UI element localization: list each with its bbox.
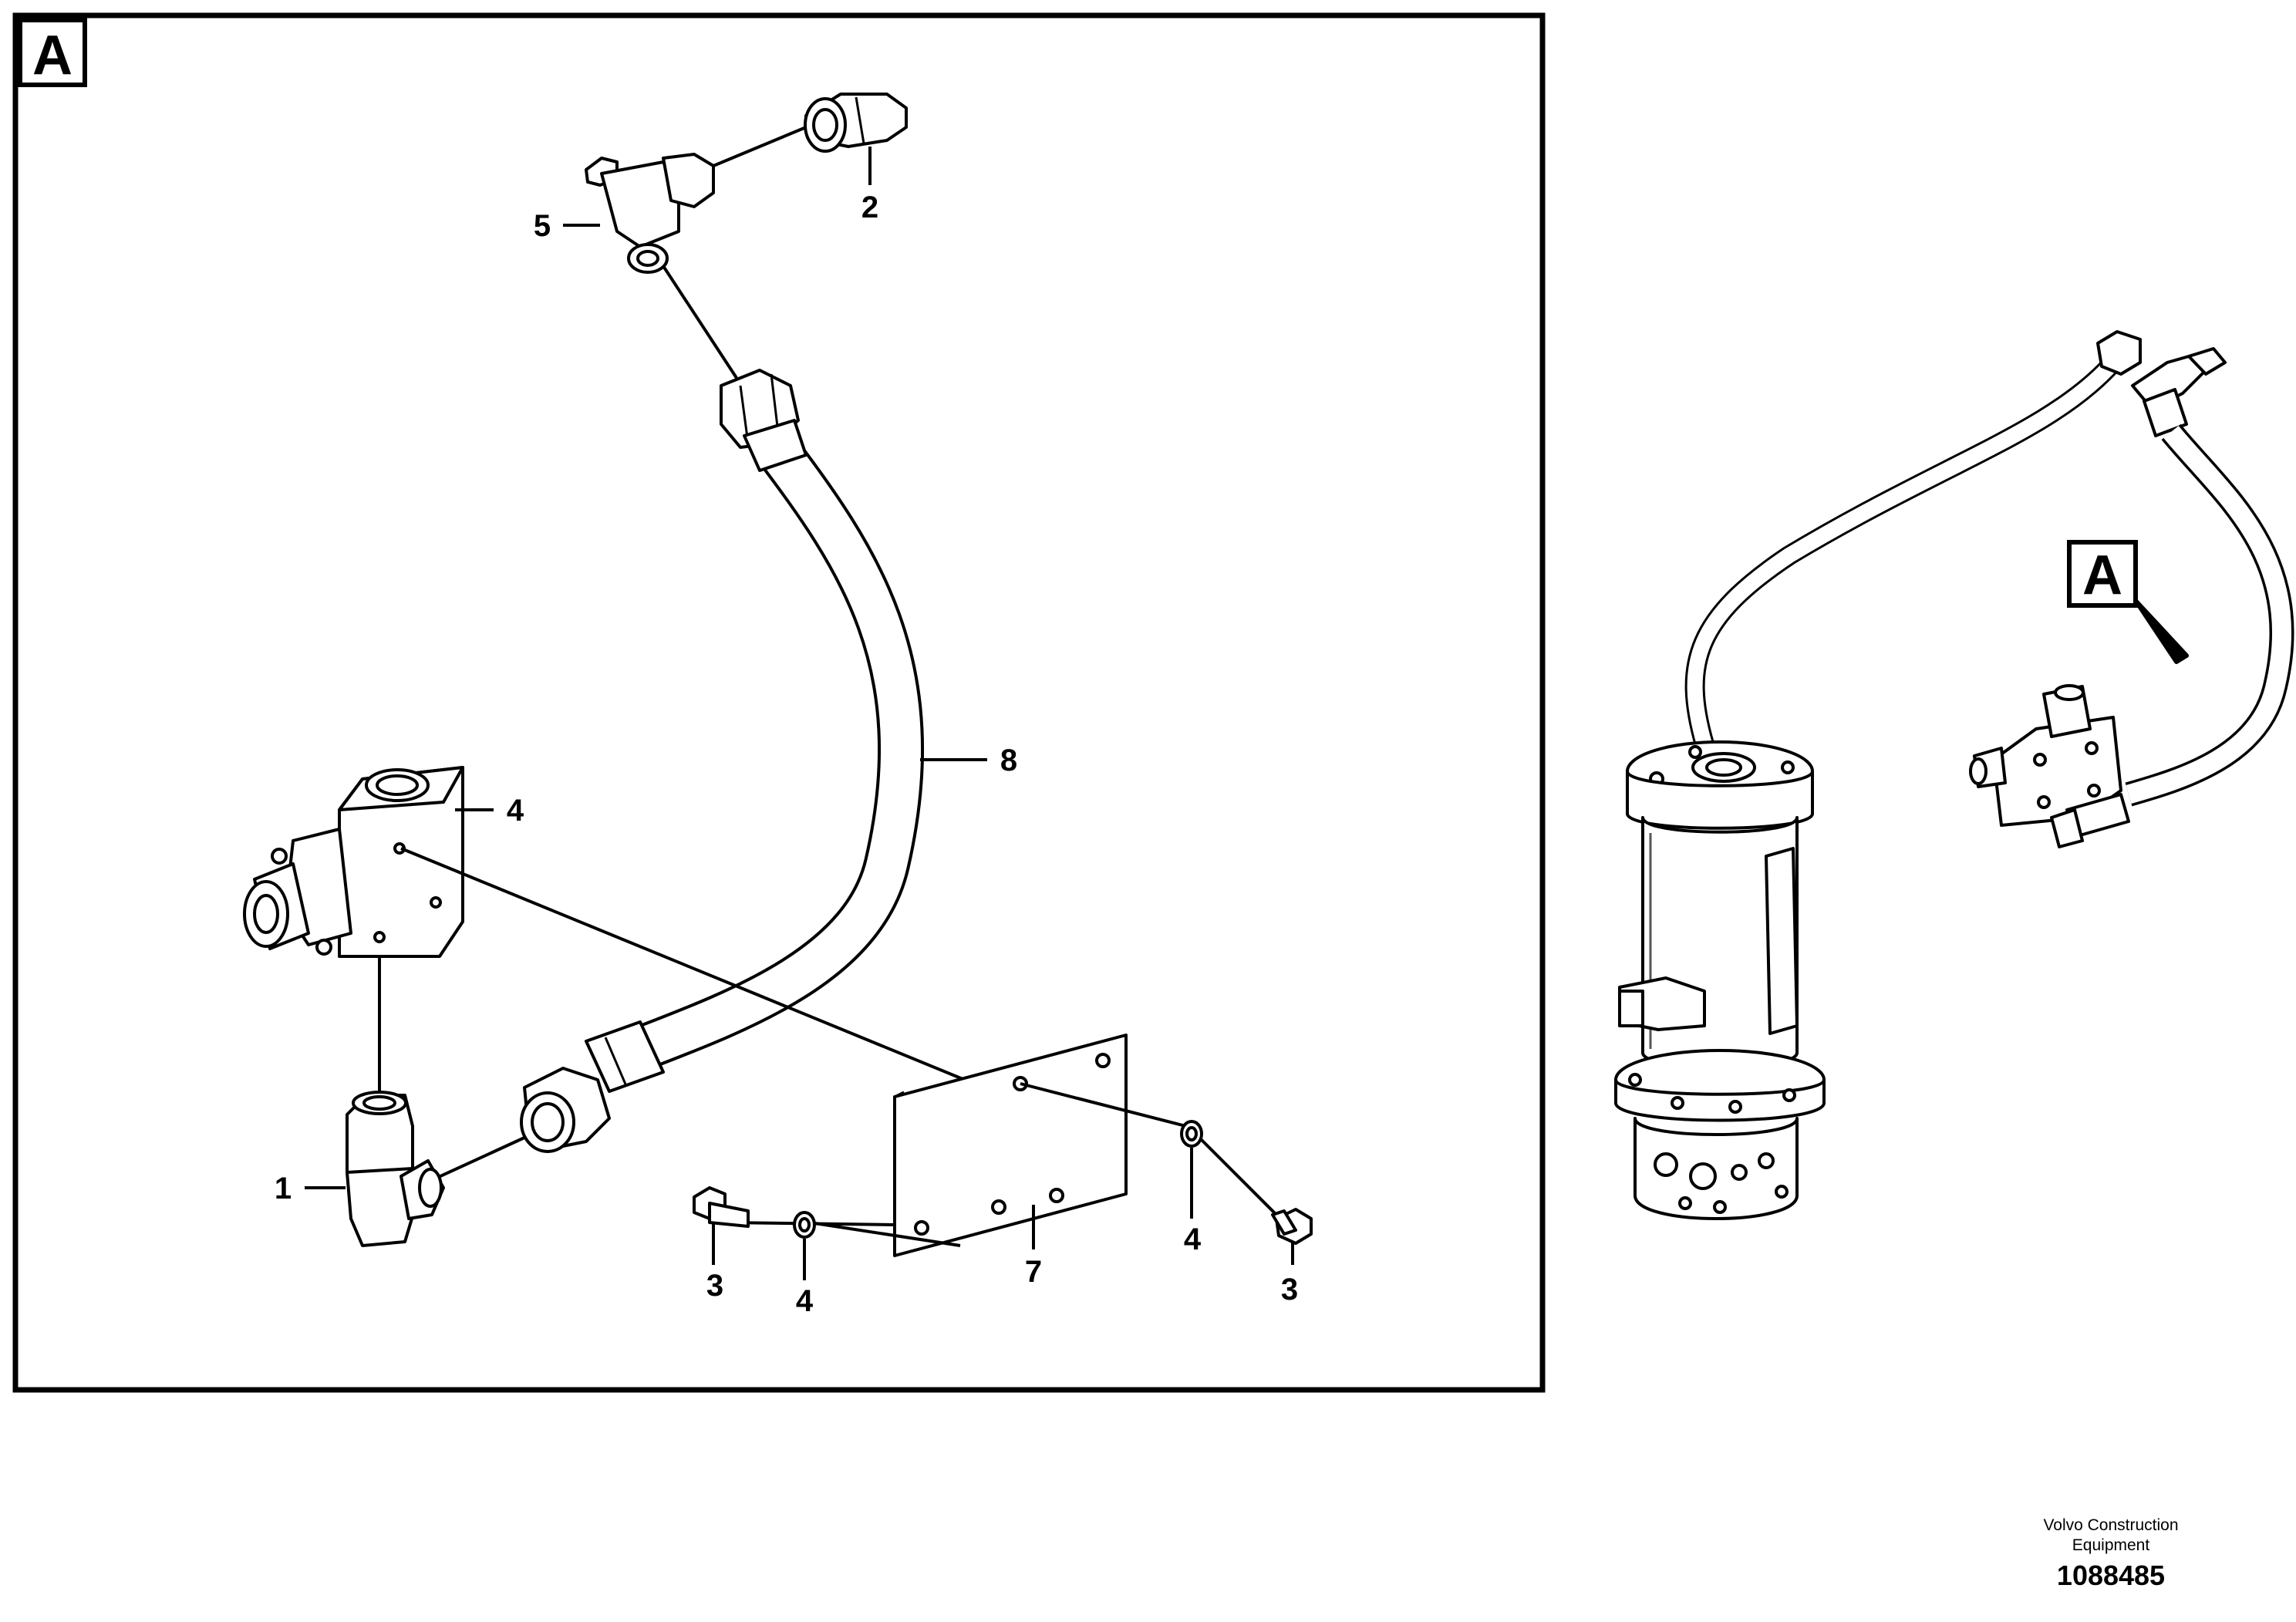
connection-tee-hose <box>662 265 738 379</box>
connection-valve-plate <box>400 847 988 1091</box>
part-3-bolt-right <box>1271 1208 1313 1245</box>
connection-plate-right <box>1020 1082 1192 1129</box>
part-8-hose <box>520 369 925 1153</box>
overview-assembly <box>1614 330 2294 1220</box>
part-7-tee-fitting <box>585 153 715 274</box>
detail-frame <box>12 12 1546 1393</box>
part-3-bolt-left <box>693 1186 750 1228</box>
callout-3-left: 3 <box>706 1269 723 1303</box>
connection-washer-right <box>1198 1136 1282 1220</box>
drawing-number: 1088485 <box>2056 1560 2166 1591</box>
callout-4-left: 4 <box>796 1284 814 1318</box>
callout-5: 7 <box>1025 1255 1042 1289</box>
part-5-plate <box>893 1034 1128 1257</box>
callout-7: 5 <box>534 209 551 243</box>
callout-6: 4 <box>507 794 524 828</box>
part-1-elbow <box>346 1091 445 1247</box>
callout-1: 1 <box>275 1172 292 1206</box>
connection-hose-elbow <box>431 1136 525 1182</box>
part-6-valve-block <box>243 766 464 958</box>
detail-label-box <box>18 18 87 87</box>
footer-brand: Volvo Construction Equipment <box>1988 1516 2234 1556</box>
part-4-washer-left <box>793 1211 816 1239</box>
detail-label: A <box>32 25 72 86</box>
part-2-adapter <box>804 93 908 153</box>
brand-line-2: Equipment <box>2072 1536 2150 1554</box>
overview-arrow <box>2134 599 2189 664</box>
overview-label: A <box>2082 545 2122 606</box>
overview-label-box <box>2067 540 2138 608</box>
part-4-washer-right <box>1180 1120 1203 1148</box>
callout-3-right: 3 <box>1281 1273 1298 1307</box>
callout-8: 8 <box>1000 744 1017 777</box>
leader-2-connection <box>713 126 807 167</box>
brand-line-1: Volvo Construction <box>2043 1516 2179 1534</box>
callout-4-right: 4 <box>1184 1222 1202 1256</box>
connection-washer-left <box>809 1221 961 1247</box>
callout-2: 2 <box>861 191 878 224</box>
